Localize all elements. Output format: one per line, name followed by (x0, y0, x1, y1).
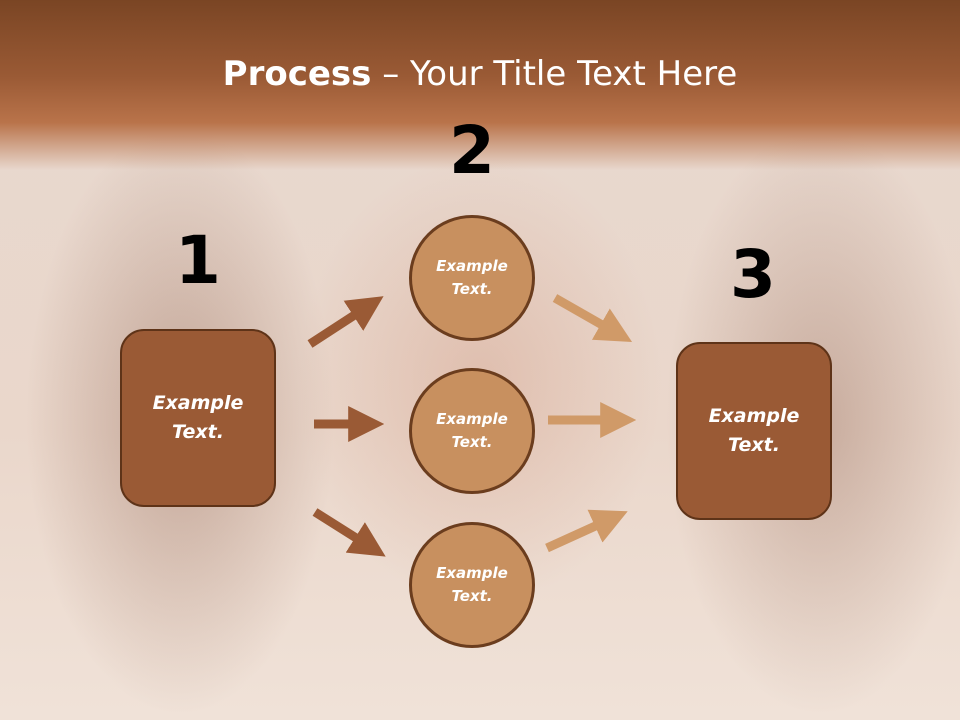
step-2-circle-bottom: Example Text. (409, 522, 535, 648)
step-2-label-middle: Example Text. (436, 410, 508, 451)
step-number-3: 3 (730, 236, 776, 313)
title-bold: Process (222, 54, 372, 94)
arrow-2-bottom-to-3 (545, 509, 628, 553)
step-number-2: 2 (449, 112, 495, 189)
step-1-box: Example Text. (120, 329, 276, 507)
slide-title: Process – Your Title Text Here (0, 52, 960, 96)
step-2-label-bottom: Example Text. (436, 564, 508, 605)
title-banner (0, 0, 960, 170)
step-2-circle-top: Example Text. (409, 215, 535, 341)
arrow-2-top-to-3 (552, 294, 633, 343)
step-number-1: 1 (175, 222, 221, 299)
title-dash: – (371, 54, 411, 94)
step-3-box: Example Text. (676, 342, 832, 520)
step-2-label-top: Example Text. (436, 257, 508, 298)
step-1-label: Example Text. (152, 392, 244, 443)
title-rest: Your Title Text Here (410, 54, 738, 94)
step-3-label: Example Text. (708, 405, 800, 456)
arrow-1-to-2-bottom (312, 508, 386, 557)
arrow-1-to-2-top (307, 296, 384, 348)
step-2-circle-middle: Example Text. (409, 368, 535, 494)
